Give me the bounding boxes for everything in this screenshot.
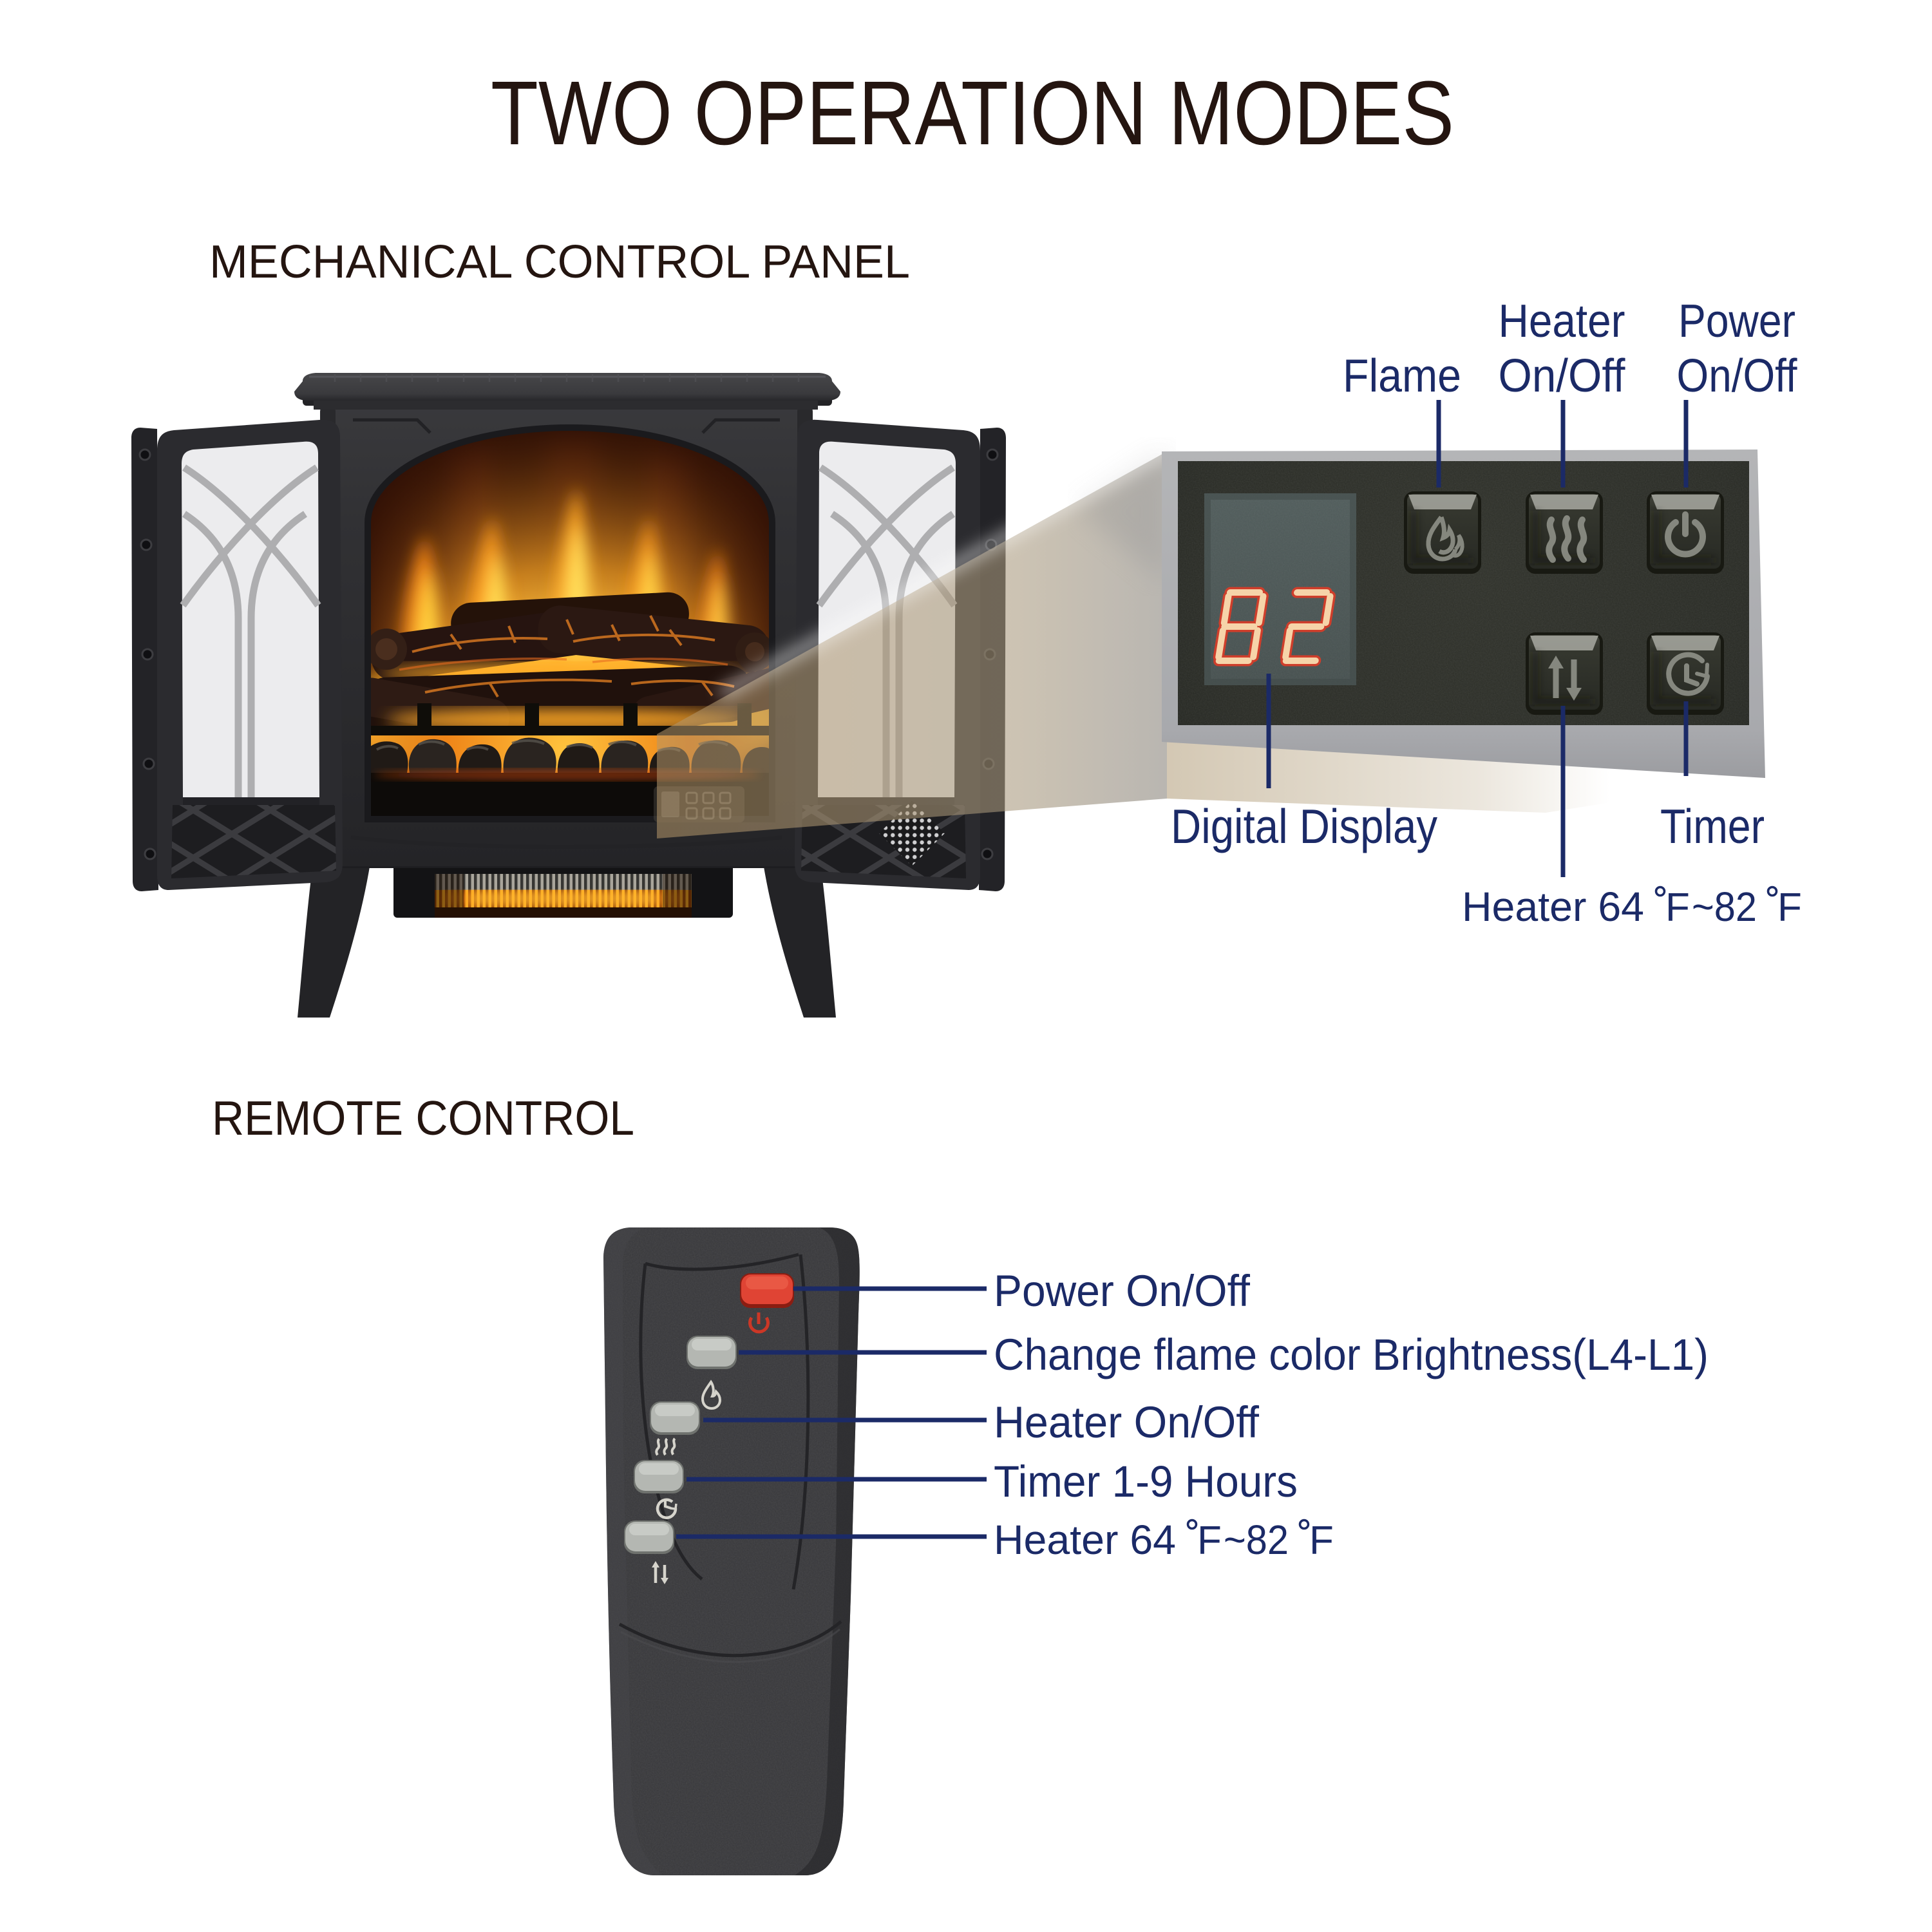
svg-text:Heater 64: Heater 64 [1462,884,1644,930]
svg-text:Digital Display: Digital Display [1171,799,1437,853]
svg-text:Power: Power [1678,296,1795,347]
svg-text:F: F [1665,886,1690,930]
svg-text:Flame: Flame [1343,350,1461,402]
svg-text:~82: ~82 [1692,884,1757,930]
svg-text:Timer 1-9 Hours: Timer 1-9 Hours [994,1457,1298,1506]
svg-text:Heater On/Off: Heater On/Off [994,1397,1260,1447]
svg-text:F: F [1777,886,1802,930]
svg-text:On/Off: On/Off [1677,350,1798,402]
svg-text:F: F [1197,1519,1222,1563]
svg-text:Timer: Timer [1660,799,1765,853]
svg-text:Power On/Off: Power On/Off [994,1266,1251,1316]
svg-text:~82: ~82 [1224,1517,1289,1563]
svg-text:Heater 64: Heater 64 [994,1517,1176,1563]
svg-text:MECHANICAL CONTROL PANEL: MECHANICAL CONTROL PANEL [209,236,910,288]
svg-text:REMOTE CONTROL: REMOTE CONTROL [212,1091,634,1145]
svg-text:Heater: Heater [1499,296,1625,347]
svg-text:TWO OPERATION MODES: TWO OPERATION MODES [491,62,1454,164]
svg-text:Change flame color Brightness(: Change flame color Brightness(L4-L1) [994,1330,1709,1379]
svg-text:F: F [1309,1519,1334,1563]
svg-text:On/Off: On/Off [1499,350,1626,402]
